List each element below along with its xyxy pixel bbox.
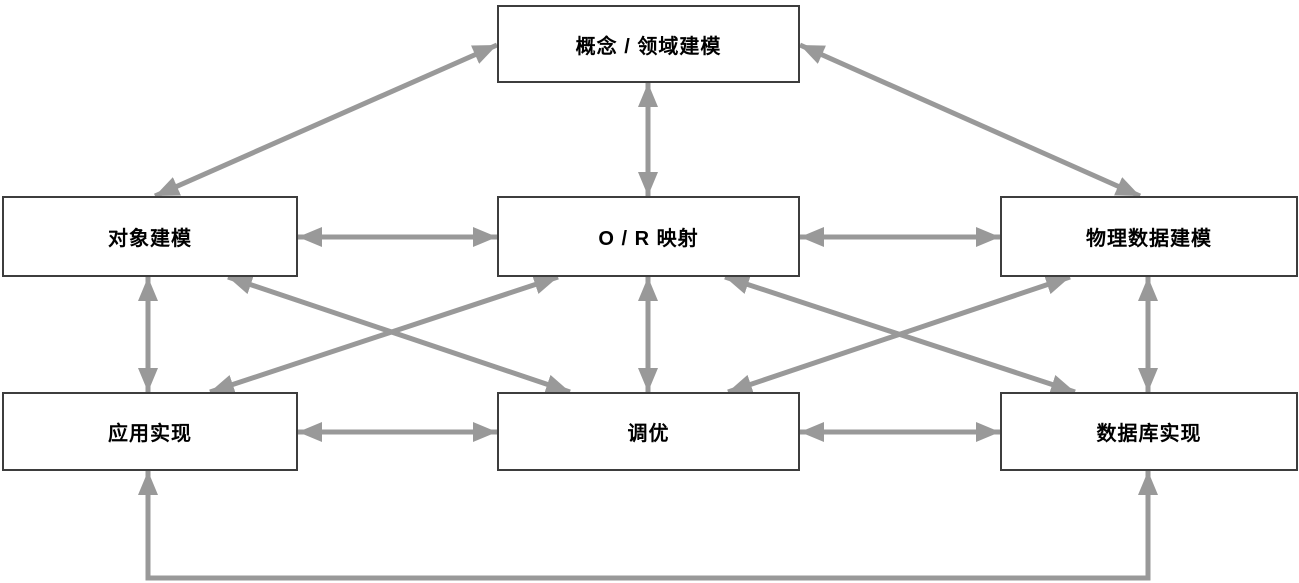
edge-orm-app — [209, 274, 559, 395]
node-object-modeling: 对象建模 — [2, 196, 298, 277]
edge-app-db-bottom-route — [138, 471, 1158, 581]
node-application-implementation: 应用实现 — [2, 392, 298, 471]
node-physical-data-modeling: 物理数据建模 — [1000, 196, 1298, 277]
node-tuning: 调优 — [497, 392, 800, 471]
edge-concept-physical — [798, 42, 1142, 199]
node-or-mapping: O / R 映射 — [497, 196, 800, 277]
node-database-implementation: 数据库实现 — [1000, 392, 1298, 471]
edge-object-tuning — [227, 274, 571, 395]
edge-physical-tuning — [727, 274, 1071, 395]
edge-concept-object — [153, 42, 499, 199]
node-concept-domain-modeling: 概念 / 领域建模 — [497, 5, 800, 83]
